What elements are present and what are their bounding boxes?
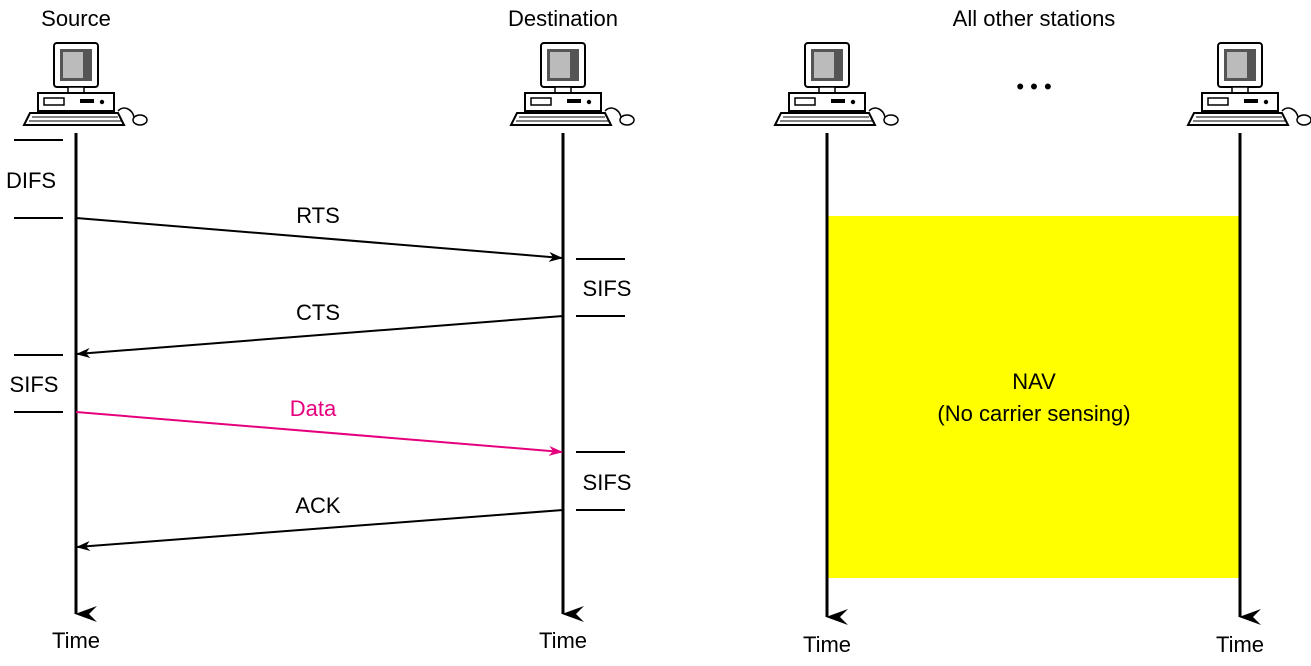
data-arrow xyxy=(75,411,563,456)
dest-sifs-label: SIFS xyxy=(583,276,632,301)
other-station-computer-icon xyxy=(774,42,899,126)
ack-arrow xyxy=(76,509,564,551)
cts-label: CTS xyxy=(296,300,340,325)
time-label: Time xyxy=(1216,632,1264,657)
time-label: Time xyxy=(539,628,587,653)
source-computer-icon xyxy=(23,42,148,126)
destination-computer-icon xyxy=(510,42,635,126)
cts-arrow xyxy=(76,315,564,358)
other-stations-header: All other stations xyxy=(953,6,1116,31)
ack-label: ACK xyxy=(295,493,341,518)
difs-label: DIFS xyxy=(6,168,56,193)
dest-sifs-label: SIFS xyxy=(583,470,632,495)
rts-arrow xyxy=(75,217,563,262)
nav-block xyxy=(828,216,1240,578)
time-label: Time xyxy=(803,632,851,657)
destination-header: Destination xyxy=(508,6,618,31)
time-label: Time xyxy=(52,628,100,653)
stations-ellipsis: • • • xyxy=(1016,74,1051,99)
nav-title: NAV xyxy=(1012,369,1056,394)
data-label: Data xyxy=(290,396,337,421)
source-header: Source xyxy=(41,6,111,31)
rts-label: RTS xyxy=(296,203,340,228)
nav-subtitle: (No carrier sensing) xyxy=(937,401,1130,426)
sifs-label: SIFS xyxy=(10,372,59,397)
other-station-computer-icon xyxy=(1187,42,1311,126)
